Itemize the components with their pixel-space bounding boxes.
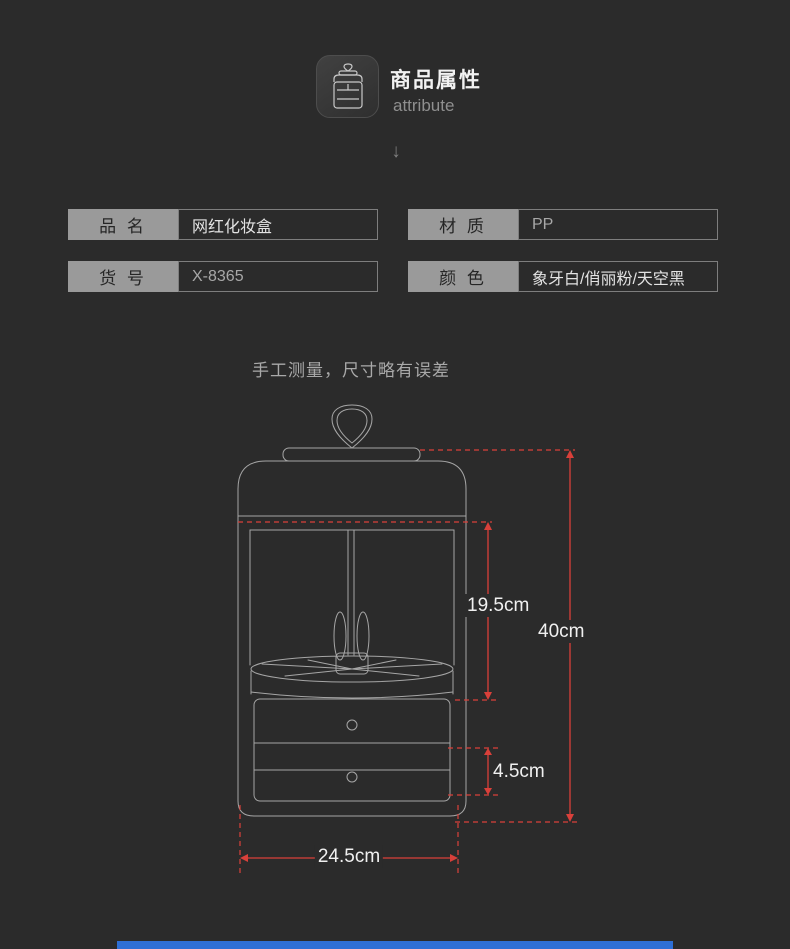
attr-row-model: 货 号 X-8365: [68, 261, 378, 292]
product-diagram-svg: [237, 404, 580, 873]
attr-label-material: 材 质: [408, 209, 518, 240]
attr-row-material: 材 质 PP: [408, 209, 718, 240]
page-subtitle: attribute: [393, 96, 455, 115]
attr-label-model: 货 号: [68, 261, 178, 292]
attr-value-model: X-8365: [178, 261, 378, 292]
measurement-note: 手工测量，尺寸略有误差: [252, 361, 450, 380]
attr-label-name: 品 名: [68, 209, 178, 240]
attr-label-color: 颜 色: [408, 261, 518, 292]
attr-value-color: 象牙白/俏丽粉/天空黑: [518, 261, 718, 292]
down-arrow-icon: ↓: [391, 141, 401, 162]
attr-row-color: 颜 色 象牙白/俏丽粉/天空黑: [408, 261, 718, 292]
attr-value-name: 网红化妆盒: [178, 209, 378, 240]
attribute-icon-tile: [316, 55, 379, 118]
product-dimension-diagram: 19.5cm 40cm 4.5cm 24.5cm: [230, 403, 595, 885]
dimension-arrowheads: [240, 450, 574, 862]
dimension-reference-lines: [238, 449, 580, 873]
dimension-inner-height: 19.5cm: [464, 594, 533, 617]
cosmetic-organizer-icon: [332, 62, 363, 109]
dimension-total-height: 40cm: [535, 620, 588, 643]
attr-row-name: 品 名 网红化妆盒: [68, 209, 378, 240]
product-outline: [237, 404, 467, 817]
dimension-measure-lines: [248, 457, 571, 859]
dimension-drawer-height: 4.5cm: [490, 760, 548, 783]
page-title: 商品属性: [390, 69, 482, 92]
dimension-width: 24.5cm: [314, 845, 384, 868]
footer-accent-bar: [117, 941, 673, 949]
attr-value-material: PP: [518, 209, 718, 240]
